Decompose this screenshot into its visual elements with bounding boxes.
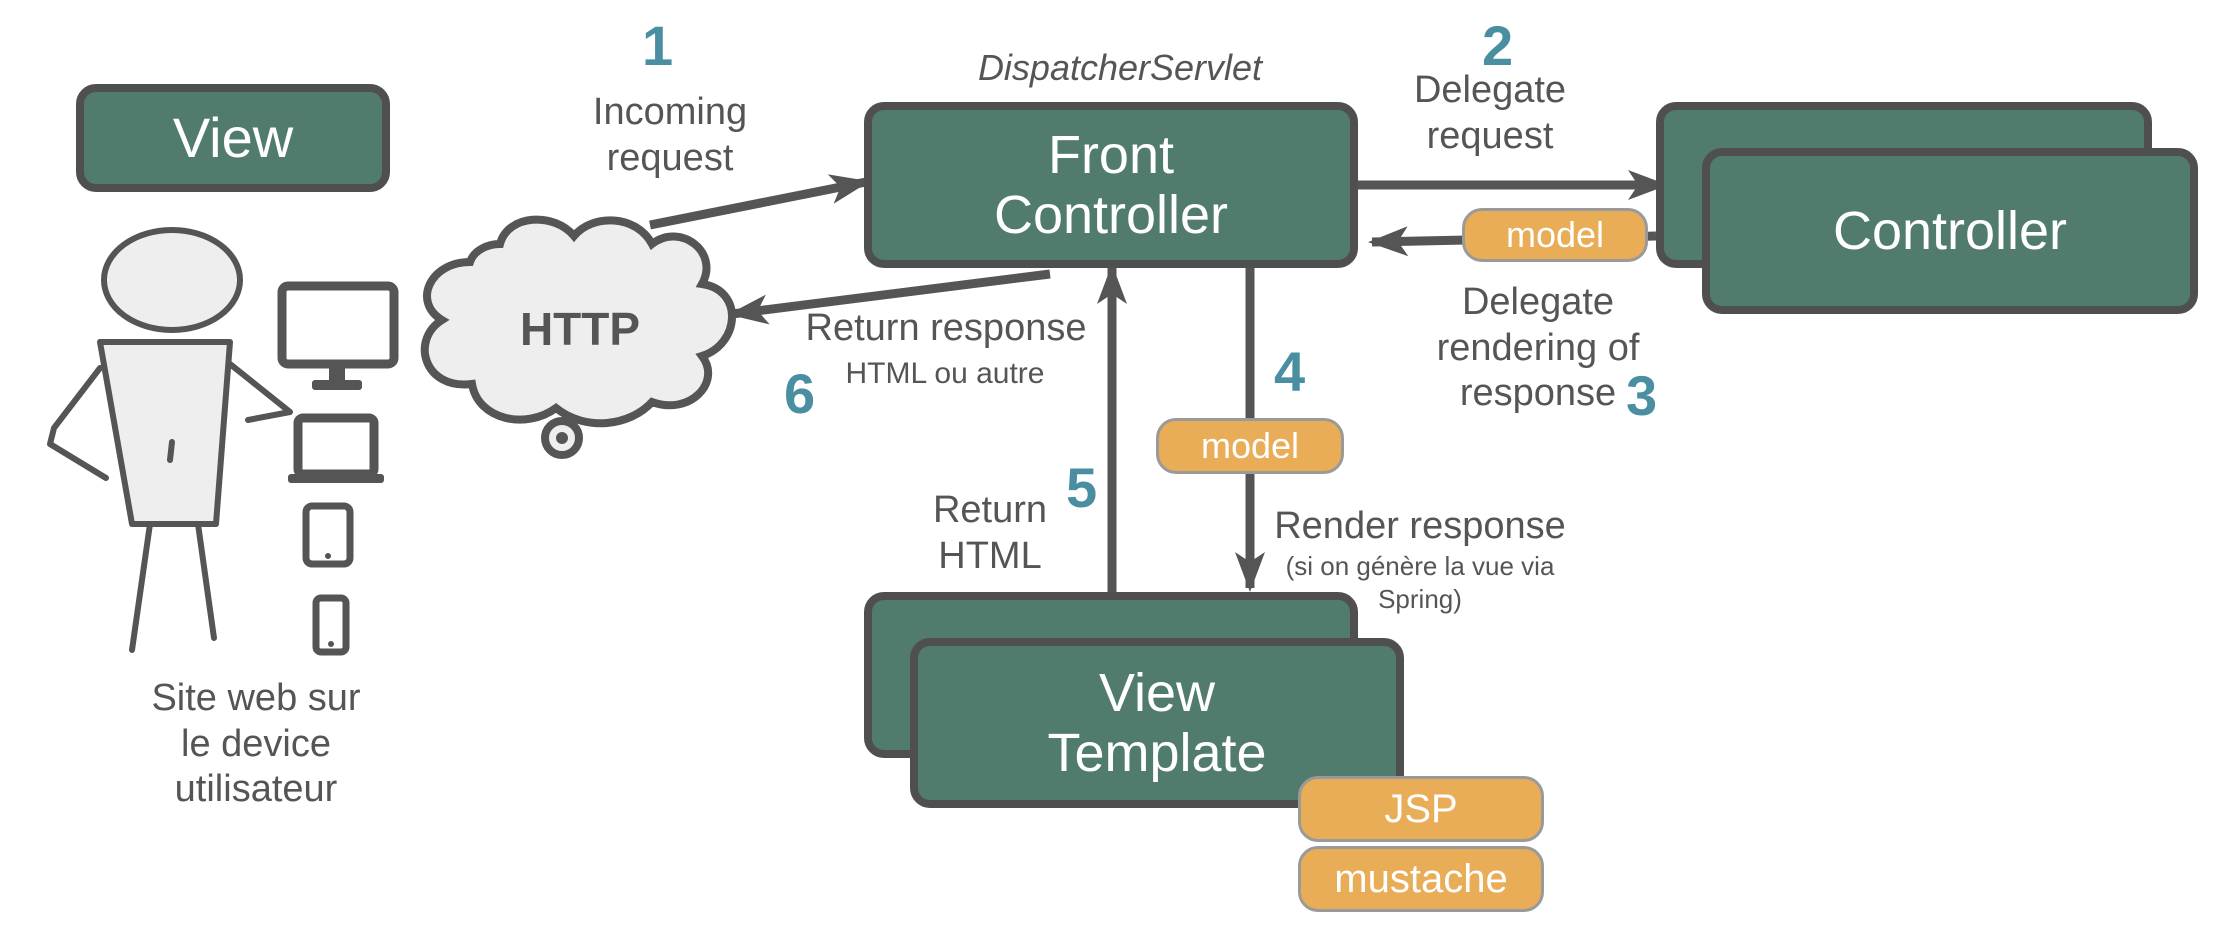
jsp-badge-label: JSP — [1384, 786, 1458, 831]
step-6-subtext: HTML ou autre — [845, 357, 1045, 390]
http-label: HTTP — [519, 303, 641, 355]
step-2-number: 2 — [1482, 14, 1514, 77]
front-controller-box: Front Controller — [864, 102, 1358, 268]
step-4-text: Render response — [1274, 505, 1566, 547]
front-controller-label: Front Controller — [993, 124, 1229, 245]
view-header-box: View — [76, 84, 390, 192]
step-4-number: 4 — [1274, 340, 1306, 403]
model-badge-label: model — [1200, 425, 1300, 466]
smartphone-icon — [312, 594, 350, 656]
view-template-label: View Template — [1047, 662, 1267, 783]
step-5-text: Return HTML — [932, 489, 1048, 577]
step-3-text: Delegate rendering of response — [1436, 281, 1640, 415]
controller-box: Controller — [1702, 148, 2198, 314]
model-badge-controller: model — [1462, 208, 1648, 262]
arrow-6-return-response — [728, 269, 1051, 325]
http-cloud-icon — [420, 215, 736, 459]
model-badge-label: model — [1505, 214, 1605, 255]
step-1-number: 1 — [642, 14, 674, 77]
user-figure-icon — [47, 227, 293, 653]
user-caption: Site web sur le device utilisateur — [151, 677, 361, 811]
desktop-monitor-icon — [277, 281, 399, 390]
model-badge-render: model — [1156, 418, 1344, 474]
step-1-text: Incoming request — [592, 91, 748, 179]
step-4-subtext: (si on génère la vue via Spring) — [1285, 551, 1555, 614]
devices-group — [277, 281, 399, 656]
view-header-label: View — [172, 105, 294, 169]
jsp-badge: JSP — [1298, 776, 1544, 842]
step-2-text: Delegate request — [1413, 69, 1567, 157]
tablet-icon — [302, 502, 354, 568]
arrow-1-incoming-request — [649, 174, 870, 230]
mustache-badge: mustache — [1298, 846, 1544, 912]
step-5-number: 5 — [1066, 456, 1098, 519]
dispatcher-servlet-label: DispatcherServlet — [977, 47, 1263, 88]
mustache-badge-label: mustache — [1334, 856, 1508, 901]
step-6-text: Return response — [805, 307, 1087, 349]
controller-label: Controller — [1832, 200, 2068, 261]
step-3-number: 3 — [1626, 364, 1658, 427]
laptop-icon — [288, 413, 384, 483]
view-template-box: View Template — [910, 638, 1404, 808]
step-6-number: 6 — [784, 362, 816, 425]
